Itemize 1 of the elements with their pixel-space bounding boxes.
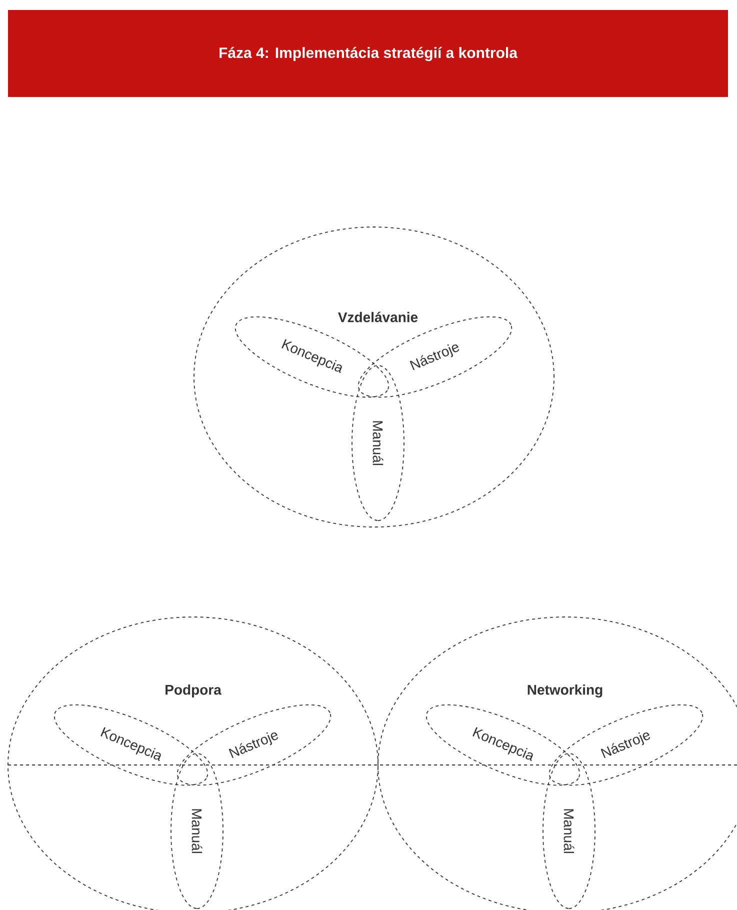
title-banner: Fáza 4: Implementácia stratégií a kontrola (8, 10, 728, 97)
